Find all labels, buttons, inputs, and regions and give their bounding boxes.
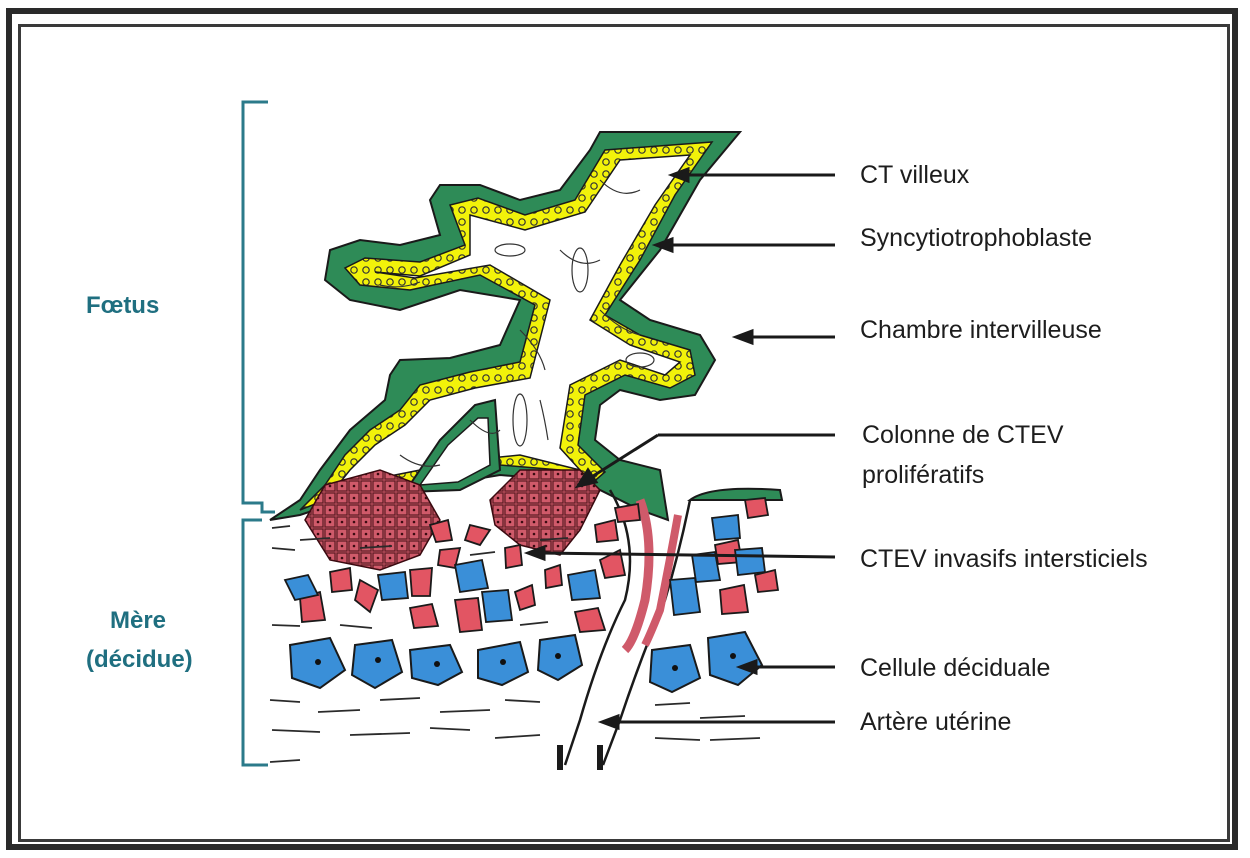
- fetus-label: Fœtus: [86, 292, 159, 319]
- label-ctev-invasifs: CTEV invasifs intersticiels: [860, 545, 1148, 573]
- label-syncytiotrophoblaste: Syncytiotrophoblaste: [860, 224, 1092, 252]
- decidua-label: (décidue): [86, 646, 193, 673]
- label-ct-villeux: CT villeux: [860, 161, 970, 189]
- label-artere-uterine: Artère utérine: [860, 708, 1011, 736]
- label-proliferatifs: prolifératifs: [862, 461, 984, 489]
- mother-label: Mère: [110, 607, 166, 634]
- ctev-column-left: [305, 470, 440, 570]
- villous-tree: [270, 132, 740, 570]
- large-decidual-cells: [290, 632, 762, 692]
- label-cellule-deciduale: Cellule déciduale: [860, 654, 1050, 682]
- mother-bracket: [243, 520, 268, 765]
- basal-plate-syncytium: [690, 489, 782, 500]
- fetus-bracket: [243, 102, 275, 512]
- label-chambre-intervilleuse: Chambre intervilleuse: [860, 316, 1102, 344]
- label-colonne-ctev: Colonne de CTEV: [862, 421, 1064, 449]
